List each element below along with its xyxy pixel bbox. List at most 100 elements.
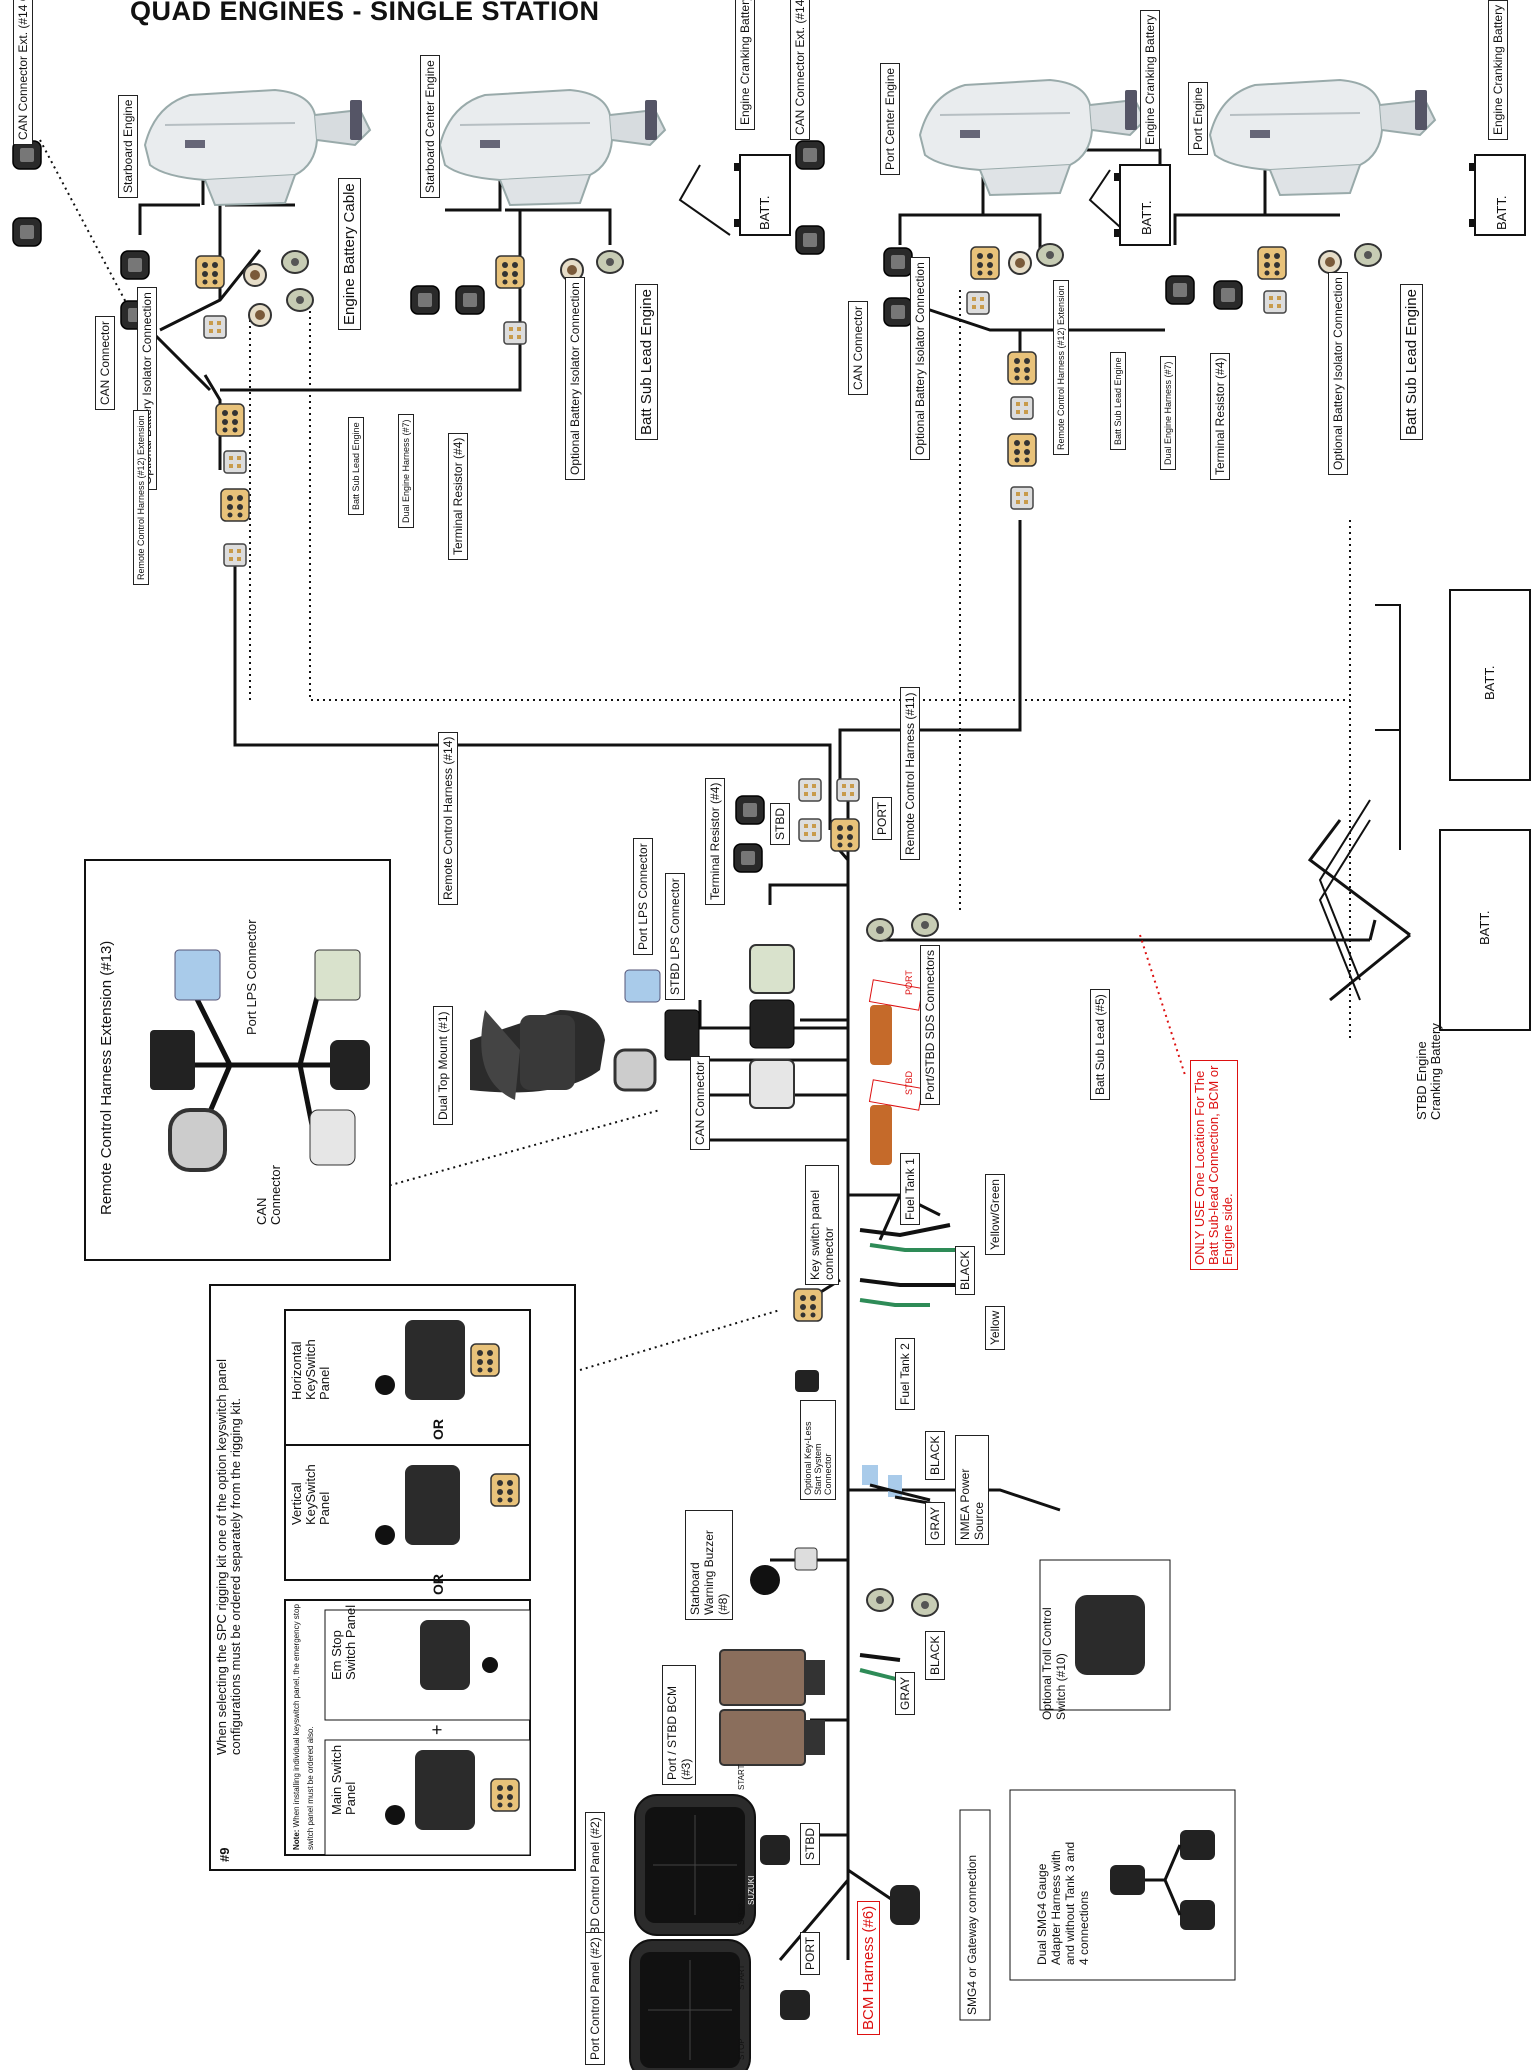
sds-conn-2 bbox=[749, 999, 795, 1049]
main-switch-conn bbox=[490, 1778, 520, 1812]
stbd-label: STBD bbox=[770, 802, 790, 845]
terminal-resistor-label-1: Terminal Resistor (#4) bbox=[448, 432, 468, 560]
starboard-center-engine-label: Starboard Center Engine bbox=[420, 55, 440, 198]
port-remote-conn-b bbox=[830, 818, 860, 852]
em-stop-panel bbox=[420, 1620, 470, 1690]
inset9-or-2: OR bbox=[430, 1419, 446, 1440]
sds-stbd-word: STBD bbox=[904, 1070, 914, 1095]
battery-house-1 bbox=[1449, 589, 1531, 781]
keyswitch-h-conn bbox=[470, 1343, 500, 1377]
sds-port-wire bbox=[870, 1005, 892, 1065]
warning-buzzer bbox=[750, 1565, 780, 1595]
port-terminal-resistor bbox=[1165, 275, 1195, 305]
inset9-or-1: OR bbox=[430, 1574, 446, 1595]
port-control-panel bbox=[629, 1939, 751, 2070]
fuel-tank-wires bbox=[859, 1223, 960, 1307]
black-label-2: BLACK bbox=[925, 1430, 945, 1480]
nmea-label: NMEA Power Source bbox=[955, 1435, 989, 1545]
port-center-remote-d bbox=[1010, 486, 1034, 510]
can-ext-label-2: CAN Connector Ext. (#14 Optional) bbox=[790, 0, 810, 140]
inset13-title: Remote Control Harness Extension (#13) bbox=[98, 940, 115, 1215]
smg4-conn-c bbox=[1180, 1900, 1215, 1930]
stbd-center-connector bbox=[495, 255, 525, 289]
sds-stbd-wire bbox=[870, 1105, 892, 1165]
keyswitch-vertical bbox=[405, 1465, 460, 1545]
stbd-panel-brand: SUZUKI bbox=[747, 1875, 756, 1905]
port-lps-label: Port LPS Connector bbox=[633, 838, 653, 955]
stbd-center-batt-sub bbox=[596, 250, 624, 274]
inset9-horizontal-label: Horizontal KeySwitch Panel bbox=[289, 1339, 332, 1400]
starboard-engine-label: Starboard Engine bbox=[118, 94, 138, 198]
remote-ext-connector-a bbox=[215, 403, 245, 437]
keyswitch-h-key bbox=[375, 1375, 395, 1395]
yellow-label: Yellow bbox=[985, 1305, 1005, 1350]
inset13-black-2 bbox=[330, 1040, 370, 1090]
main-switch-key bbox=[385, 1805, 405, 1825]
terminal-resistor-label-3: Terminal Resistor (#4) bbox=[705, 777, 725, 905]
keyswitch-v-key bbox=[375, 1525, 395, 1545]
can-connector-label-2: CAN Connector bbox=[848, 300, 868, 395]
bcm-plug-b bbox=[805, 1720, 825, 1755]
yellow-green-label: Yellow/Green bbox=[985, 1174, 1005, 1255]
black-label-1: BLACK bbox=[955, 1245, 975, 1295]
bcm-port bbox=[719, 1709, 806, 1766]
can-connector-ext-port-2 bbox=[795, 225, 825, 255]
port-control-panel-label: Port Control Panel (#2) bbox=[585, 1932, 605, 2065]
dual-engine-harness-label-1: Dual Engine Harness (#7) bbox=[398, 414, 414, 528]
can-connector-label-1: CAN Connector bbox=[95, 315, 115, 410]
buzzer-label: Starboard Warning Buzzer (#8) bbox=[685, 1510, 733, 1620]
stbd-lps-label: STBD LPS Connector bbox=[665, 873, 685, 1000]
port-panel-start: START bbox=[737, 1964, 746, 1990]
smg4-adapter-label: Dual SMG4 Gauge Adapter Harness with and… bbox=[1035, 1841, 1091, 1965]
key-switch-panel-connector bbox=[793, 1288, 823, 1322]
key-switch-conn-label: Key switch panel connector bbox=[805, 1165, 839, 1285]
starboard-isolator-conn-2 bbox=[248, 303, 272, 327]
remote-harness-11-label: Remote Control Harness (#11) bbox=[900, 687, 920, 860]
port-engine-isolator bbox=[1318, 250, 1342, 274]
stbd-remote-conn-b bbox=[798, 818, 822, 842]
batt-sub-small-label-1: Batt Sub Lead Engine bbox=[348, 417, 364, 515]
sds-port-word: PORT bbox=[904, 970, 914, 995]
troll-switch bbox=[1075, 1595, 1145, 1675]
port-can bbox=[1213, 280, 1243, 310]
can-connector-ext-port bbox=[795, 140, 825, 170]
inset13-black bbox=[150, 1030, 195, 1090]
can-connector-starboard bbox=[120, 250, 150, 280]
dual-engine-harness-label-2: Dual Engine Harness (#7) bbox=[1160, 356, 1176, 470]
stbd-panel-start: START bbox=[737, 1764, 746, 1790]
troll-label: Optional Troll Control Switch (#10) bbox=[1040, 1607, 1068, 1720]
batt-label-3: BATT. bbox=[1494, 195, 1509, 230]
inset9-num: #9 bbox=[217, 1847, 232, 1862]
remote-ext-connector-d bbox=[223, 543, 247, 567]
dual-top-mount bbox=[470, 1010, 605, 1100]
stbd-center-sub-connector bbox=[503, 321, 527, 345]
page-title: QUAD ENGINES - SINGLE STATION bbox=[130, 0, 600, 26]
port-engine-label: Port Engine bbox=[1188, 82, 1208, 155]
remote-ext-connector-b bbox=[223, 450, 247, 474]
stbd-lps-connector bbox=[664, 1009, 700, 1061]
bcm-harness-plug bbox=[890, 1885, 920, 1925]
stbd-cranking-label: STBD Engine Cranking Battery bbox=[1414, 1023, 1443, 1120]
stbd-panel-plug bbox=[760, 1835, 790, 1865]
bcm-harness-label: BCM Harness (#6) bbox=[857, 1900, 880, 2035]
port-center-sub-connector bbox=[966, 291, 990, 315]
starboard-engine-image bbox=[144, 89, 371, 206]
port-panel-stop: STOP bbox=[737, 2038, 746, 2060]
dual-top-mount-label: Dual Top Mount (#1) bbox=[433, 1006, 453, 1125]
smg4-conn-a bbox=[1110, 1865, 1145, 1895]
engine-cranking-label-1: Engine Cranking Battery bbox=[735, 0, 755, 130]
engine-battery-cable-label: Engine Battery Cable bbox=[338, 178, 361, 330]
batt-sub-lead-center-a bbox=[866, 918, 894, 942]
inset9-em-stop-label: Em Stop Switch Panel bbox=[329, 1604, 358, 1680]
remote-ext-12-label-b: Remote Control Harness (#12) Extension bbox=[1053, 280, 1069, 455]
batt-sub-lead-center-b bbox=[911, 913, 939, 937]
troll-conn-b bbox=[911, 1593, 939, 1617]
fuel-tank-1-label: Fuel Tank 1 bbox=[900, 1153, 920, 1225]
smg4-wires bbox=[1145, 1844, 1182, 1916]
starboard-isolator-conn bbox=[243, 263, 267, 287]
port-engine-connector bbox=[1257, 246, 1287, 280]
starboard-batt-sub-conn bbox=[281, 250, 309, 274]
inset13-port-lps bbox=[174, 949, 221, 1001]
terminal-resistor-center-2 bbox=[733, 843, 763, 873]
port-label: PORT bbox=[872, 796, 892, 840]
